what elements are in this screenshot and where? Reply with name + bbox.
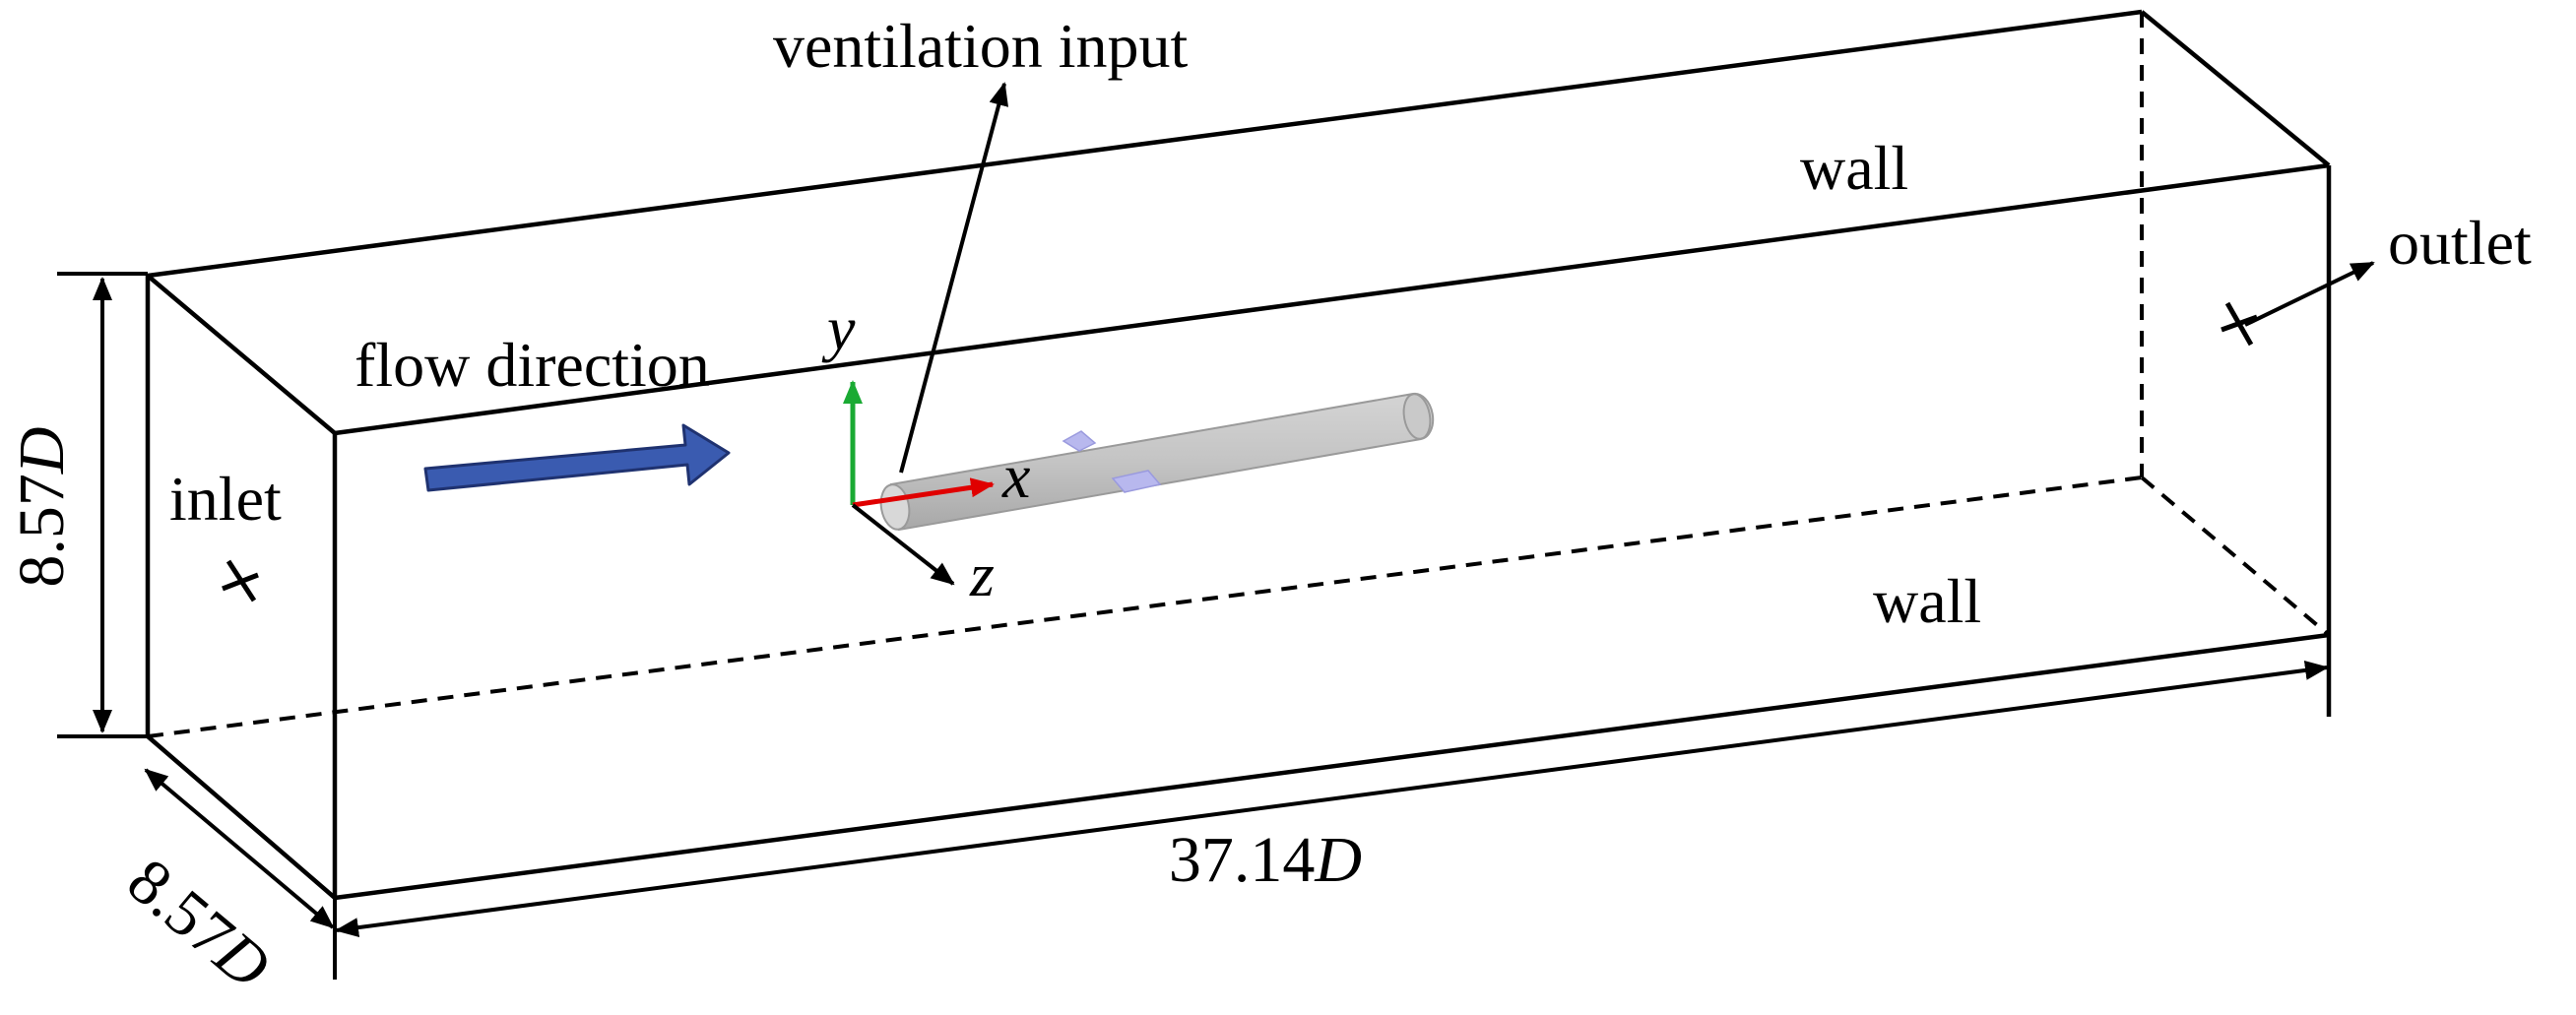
ventilation-input-leader-arrow: [899, 82, 1009, 474]
height-dimension-label: 8.57D: [6, 426, 78, 587]
z-axis-label: z: [969, 539, 995, 609]
outlet-label: outlet: [2388, 208, 2532, 278]
length-dimension: [335, 635, 2331, 938]
y-axis-label: y: [821, 293, 856, 363]
cylinder-body: [889, 392, 1435, 532]
vent-fin-top: [1062, 430, 1097, 452]
box-edge-top-back: [147, 9, 2143, 279]
inlet-label: inlet: [169, 464, 282, 534]
height-dimension-unit: D: [6, 426, 78, 475]
box-edge-top-right: [2140, 10, 2331, 167]
length-dimension-arrow: [335, 660, 2329, 938]
box-edge-bottom-back-hidden: [147, 476, 2143, 738]
coordinate-axes: y x z: [821, 293, 1030, 609]
box-edge-top-front: [334, 162, 2330, 436]
outlet-marker: [2221, 301, 2258, 347]
wall-bottom-label: wall: [1873, 566, 1981, 636]
x-axis-arrow: [852, 477, 995, 508]
height-dimension-value: 8.57: [6, 474, 78, 588]
depth-dimension-arrow: [144, 768, 335, 929]
cylinder-end-cap: [1402, 393, 1432, 440]
length-dimension-label: 37.14D: [1169, 824, 1362, 896]
wall-top-label: wall: [1800, 133, 1908, 203]
flow-direction-arrow: [423, 423, 731, 492]
cylinder: [879, 392, 1435, 532]
depth-dimension-label: 8.57D: [114, 845, 284, 1003]
ventilation-input-label: ventilation input: [773, 11, 1189, 81]
height-dimension: [57, 272, 148, 738]
box-edge-top-left: [146, 274, 337, 435]
flow-direction-label: flow direction: [354, 330, 710, 400]
length-dimension-unit: D: [1314, 824, 1362, 896]
domain-box-hidden-edges: [147, 12, 2331, 738]
vent-fin-bottom: [1111, 470, 1162, 493]
x-axis-label: x: [1001, 441, 1030, 511]
length-dimension-value: 37.14: [1169, 824, 1316, 896]
depth-dimension: [144, 768, 337, 980]
z-axis-arrow: [851, 503, 955, 586]
outlet-leader-arrow: [2244, 261, 2375, 327]
inlet-marker: [222, 559, 259, 603]
box-edge-bottom-right-hidden: [2140, 476, 2331, 637]
